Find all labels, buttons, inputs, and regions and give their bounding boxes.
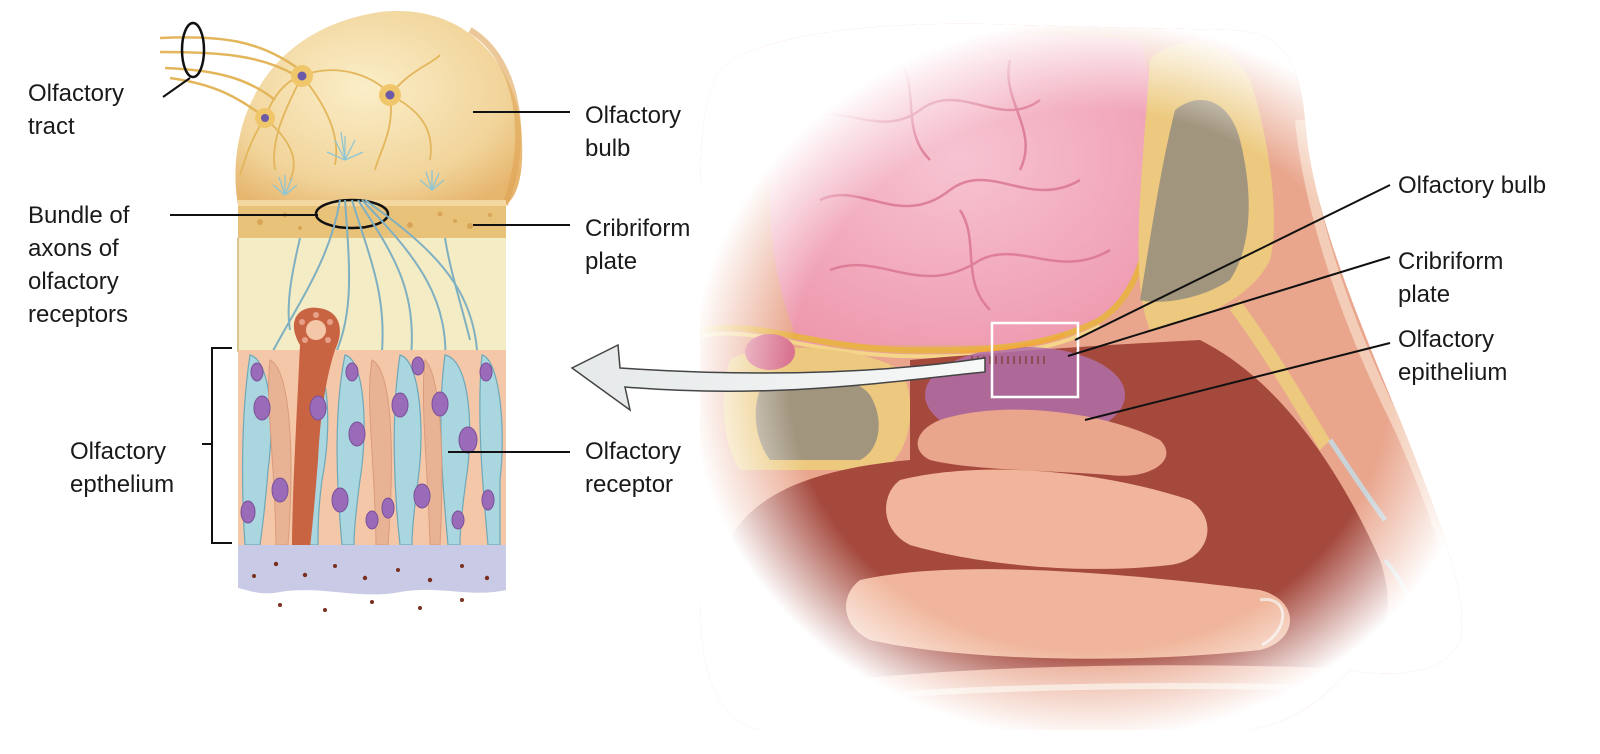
- leader-lines: [162, 77, 1391, 453]
- detail-illustration: [159, 11, 523, 612]
- label-olfactory-bulb-detail: Olfactory bulb: [585, 102, 682, 162]
- olfactory-bulb-shape: [235, 11, 523, 206]
- label-cribriform-plate-detail: Cribriform plate: [585, 215, 691, 275]
- label-olfactory-epithelium-detail: Olfactory epthelium: [70, 438, 175, 498]
- cell-nuclei: [240, 356, 495, 530]
- label-olfactory-bulb-head: Olfactory bulb: [1398, 172, 1547, 199]
- label-olfactory-receptor: Olfactory receptor: [585, 438, 682, 498]
- receptor-axons: [267, 199, 480, 381]
- neuron-bodies: [255, 65, 401, 128]
- label-cribriform-plate-head: Cribriform plate: [1398, 248, 1504, 308]
- callout-arrow[interactable]: [570, 343, 986, 412]
- zoom-box: [990, 321, 1080, 399]
- glomeruli: [272, 131, 445, 196]
- label-olfactory-tract: Olfactory tract: [28, 80, 125, 140]
- cribriform-plate-band: [238, 200, 506, 238]
- bowmans-gland: [292, 307, 340, 548]
- epithelium-bracket: [202, 347, 232, 544]
- tract-cut-ellipse: [180, 21, 206, 79]
- label-bundle-of-axons: Bundle of axons of olfactory receptors: [28, 202, 130, 328]
- label-olfactory-epithelium-head: Olfactory epithelium: [1398, 326, 1508, 386]
- olfactory-tract-fibers: [159, 35, 301, 117]
